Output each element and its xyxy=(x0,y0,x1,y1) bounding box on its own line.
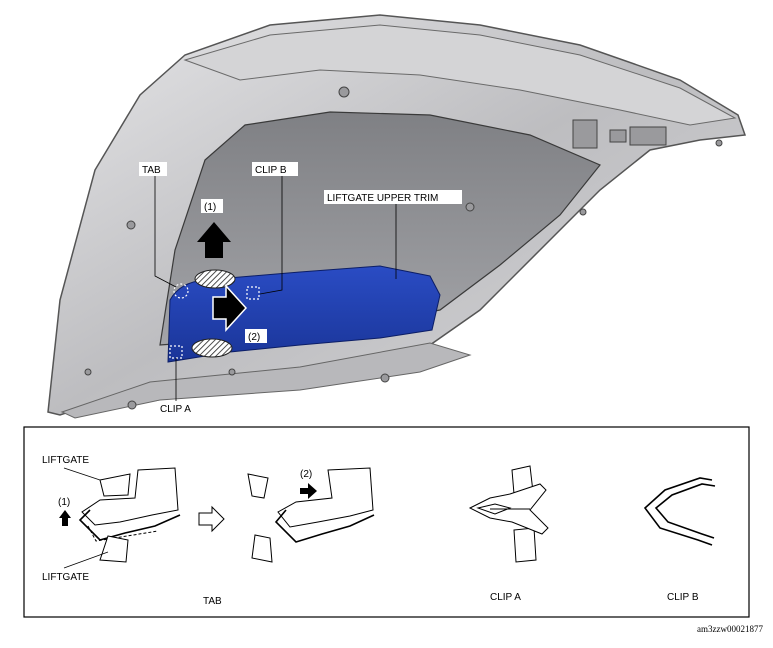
callout-liftgate-upper-trim: LIFTGATE UPPER TRIM xyxy=(324,190,462,204)
liftgate-lower-rail xyxy=(60,342,472,419)
detail-arrow-right-icon xyxy=(300,483,317,499)
callout-tab: TAB xyxy=(139,162,167,176)
liftgate-illustration: TAB CLIP B LIFTGATE UPPER TRIM (1) (2) C… xyxy=(47,14,747,419)
tab-marker-upper xyxy=(194,269,236,289)
arrow-right-icon xyxy=(212,284,248,332)
caption-tab: TAB xyxy=(203,596,222,607)
transition-arrow-icon xyxy=(198,505,225,533)
clip-b-shape xyxy=(643,477,716,546)
clip-b-position-marker xyxy=(246,286,260,300)
detail-label-liftgate-bottom: LIFTGATE xyxy=(42,572,89,583)
svg-text:TAB: TAB xyxy=(142,165,161,176)
tab-detail-after xyxy=(247,467,375,563)
detail-label-liftgate-top: LIFTGATE xyxy=(42,455,89,466)
callout-clip-b: CLIP B xyxy=(252,162,298,176)
document-id: am3zzw00021877 xyxy=(697,624,763,634)
detail-label-step-1: (1) xyxy=(58,497,70,508)
detail-label-step-2: (2) xyxy=(300,469,312,480)
arrow-up-icon xyxy=(197,222,231,258)
detail-panel xyxy=(23,426,750,618)
caption-clip-b: CLIP B xyxy=(667,592,699,603)
tab-position-marker xyxy=(173,283,189,299)
caption-clip-a: CLIP A xyxy=(490,592,521,603)
callout-leaders xyxy=(154,176,397,406)
clip-a-shape xyxy=(468,465,549,563)
tab-detail-before xyxy=(63,467,181,569)
liftgate-hardware xyxy=(84,86,723,410)
liftgate-upper-rail xyxy=(183,24,737,126)
svg-text:(2): (2) xyxy=(248,332,260,343)
svg-text:CLIP A: CLIP A xyxy=(160,404,191,415)
svg-text:CLIP B: CLIP B xyxy=(255,165,287,176)
svg-text:(1): (1) xyxy=(204,202,216,213)
callout-step-2: (2) xyxy=(245,329,267,343)
callout-step-1: (1) xyxy=(201,199,223,213)
detail-arrow-up-icon xyxy=(59,510,71,526)
svg-text:LIFTGATE UPPER TRIM: LIFTGATE UPPER TRIM xyxy=(327,193,438,204)
callout-clip-a: CLIP A xyxy=(157,401,201,415)
tab-marker-lower xyxy=(191,338,233,358)
